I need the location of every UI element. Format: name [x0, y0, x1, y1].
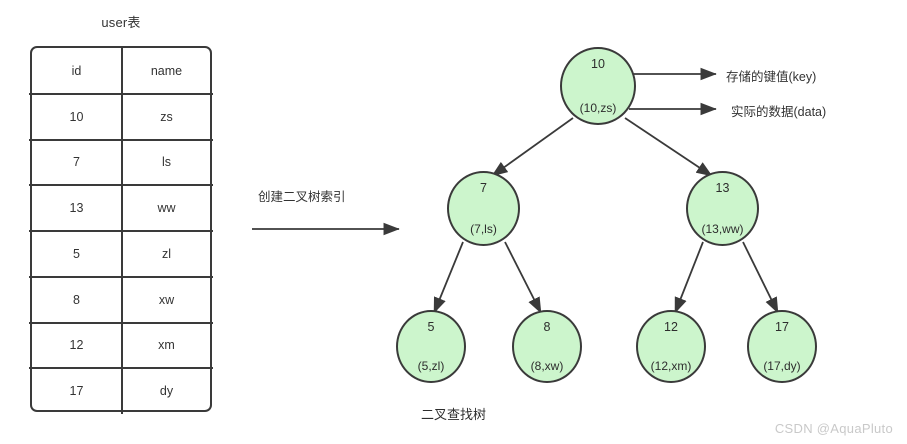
edge-7-to-5 [433, 241, 464, 314]
node-key: 10 [591, 57, 605, 71]
cell-id: 12 [69, 338, 84, 353]
cell-name: ls [121, 139, 210, 186]
cell-id: 10 [69, 109, 84, 124]
node-data: (7,ls) [470, 222, 497, 236]
cell-name: xm [121, 322, 210, 369]
node-key: 5 [427, 320, 435, 334]
node-data: (17,dy) [763, 359, 801, 373]
edge-root-to-left [491, 117, 574, 177]
edge-7-to-8 [504, 241, 542, 314]
edge-13-to-17 [742, 241, 779, 314]
tree-node-12: 12 (12,xm) [636, 310, 706, 383]
table-row: 10 zs [29, 92, 213, 140]
cell-id: 5 [73, 246, 80, 261]
transform-label: 创建二叉树索引 [258, 190, 346, 204]
data-annotation-label: 实际的数据(data) [731, 105, 827, 119]
table-row: 5 zl [29, 230, 213, 277]
tree-node-5: 5 (5,zl) [396, 310, 466, 383]
tree-node-root: 10 (10,zs) [560, 47, 636, 125]
tree-node-17: 17 (17,dy) [747, 310, 817, 383]
node-key: 12 [664, 320, 678, 334]
table-header-row: id name [32, 48, 210, 94]
cell-name: zl [121, 231, 210, 277]
table-row: 17 dy [29, 367, 213, 414]
tree-node-8: 8 (8,xw) [512, 310, 582, 383]
cell-id: 13 [69, 201, 84, 216]
table-title: user表 [101, 15, 141, 30]
table-row: 8 xw [29, 275, 213, 323]
node-key: 8 [543, 320, 551, 334]
node-data: (5,zl) [417, 359, 445, 373]
edge-root-to-right [624, 117, 713, 177]
cell-name: dy [121, 368, 210, 414]
node-data: (8,xw) [530, 359, 564, 373]
cell-name: ww [121, 185, 210, 231]
cell-id: 17 [69, 384, 84, 399]
edge-13-to-12 [674, 241, 704, 314]
table-row: 7 ls [29, 138, 213, 186]
key-annotation-label: 存储的键值(key) [726, 70, 817, 84]
table-row: 13 ww [29, 184, 213, 231]
column-header-id: id [71, 63, 82, 78]
tree-node-13: 13 (13,ww) [686, 171, 759, 246]
node-data: (13,ww) [701, 222, 744, 236]
cell-name: xw [121, 276, 210, 323]
node-data: (12,xm) [650, 359, 692, 373]
node-key: 17 [775, 320, 789, 334]
user-table: id name 10 zs 7 ls 13 ww 5 zl 8 xw 12 xm… [29, 46, 213, 414]
tree-node-7: 7 (7,ls) [447, 171, 520, 246]
node-data: (10,zs) [579, 101, 617, 115]
table-row: 12 xm [29, 321, 213, 369]
node-key: 13 [715, 181, 730, 195]
node-key: 7 [480, 181, 487, 195]
column-header-name: name [121, 48, 210, 94]
cell-id: 7 [73, 155, 80, 170]
watermark: CSDN @AquaPluto [774, 421, 893, 436]
cell-name: zs [121, 93, 210, 140]
tree-caption: 二叉查找树 [420, 407, 486, 422]
cell-id: 8 [73, 292, 80, 307]
